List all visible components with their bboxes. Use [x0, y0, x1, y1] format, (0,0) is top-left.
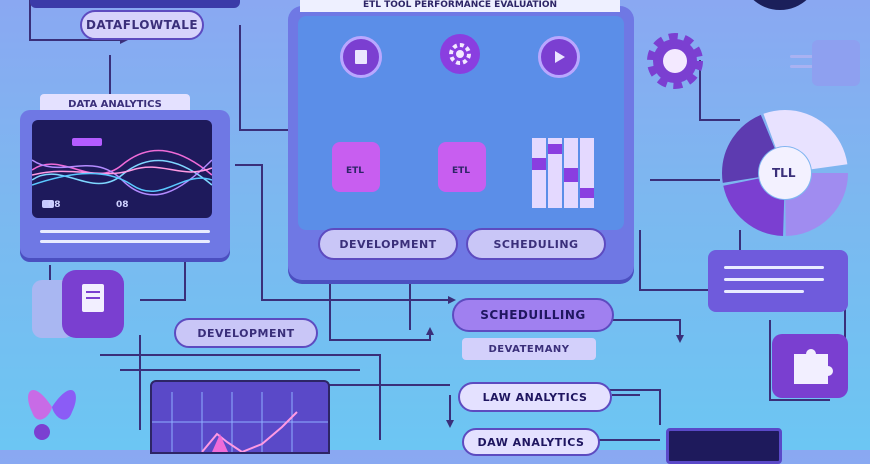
bottom-right-screen: [666, 428, 782, 464]
readout-box: [42, 200, 54, 208]
file-icon: [355, 50, 367, 64]
development-button[interactable]: DEVELOPMENT: [318, 228, 458, 260]
right-info-card[interactable]: [708, 250, 848, 312]
dataflow-tag[interactable]: DATAFLOWTALE: [80, 10, 204, 40]
development-small-label[interactable]: DEVATEMANY: [462, 338, 596, 360]
donut-label: TLL: [772, 166, 796, 180]
left-card[interactable]: [62, 270, 124, 338]
readout-2: 08: [116, 200, 129, 210]
law-analytics-1-label[interactable]: LAW ANALYTICS: [458, 382, 612, 412]
development-label[interactable]: DEVELOPMENT: [174, 318, 318, 348]
play-node[interactable]: [538, 36, 580, 78]
gear-node[interactable]: [440, 34, 480, 74]
puzzle-icon: [794, 349, 833, 384]
scheduling-label[interactable]: SCHEDUILLING: [452, 298, 614, 332]
database-2[interactable]: ETL: [438, 142, 486, 192]
database-1-label: ETL: [346, 166, 365, 176]
database-2-label: ETL: [452, 166, 471, 176]
top-right-disc: [740, 0, 820, 10]
info-line-1: [724, 266, 824, 269]
puzzle-card[interactable]: [772, 334, 848, 398]
analytics-screen: [32, 120, 212, 218]
wave-chart: [32, 138, 212, 208]
chart-icon: [152, 392, 328, 454]
scheduling-button[interactable]: SCHEDULING: [466, 228, 606, 260]
analytics-title: DATA ANALYTICS: [40, 94, 190, 114]
pipeline-title: ETL TOOL PERFORMANCE EVALUATION: [300, 0, 620, 12]
bottom-chart-panel: [150, 380, 330, 454]
data-grid-icon: [532, 138, 594, 208]
right-line-2: [790, 65, 830, 68]
butterfly-icon: [28, 390, 76, 440]
analytics-line-1: [40, 230, 210, 233]
gear-icon-large: [647, 33, 703, 89]
law-analytics-2-label[interactable]: DAW ANALYTICS: [462, 428, 600, 456]
readout-1: 08: [48, 200, 61, 210]
database-1[interactable]: ETL: [332, 142, 380, 192]
play-icon: [555, 51, 565, 63]
document-icon: [82, 284, 104, 312]
donut-chart-icon: [722, 110, 848, 236]
analytics-line-2: [40, 240, 210, 243]
document-node[interactable]: [340, 36, 382, 78]
gear-icon: [449, 43, 471, 65]
info-line-2: [724, 278, 824, 281]
info-line-3: [724, 290, 804, 293]
right-small-card: [812, 40, 860, 86]
right-line-1: [790, 55, 830, 58]
top-left-bar: [30, 0, 240, 8]
